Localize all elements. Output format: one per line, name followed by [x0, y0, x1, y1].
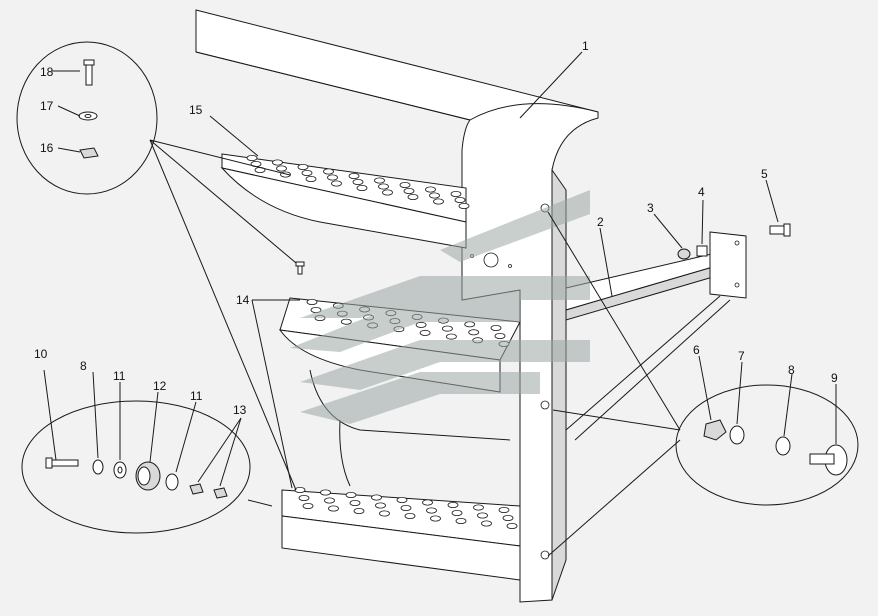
callout-16: 16 [40, 141, 54, 155]
tread-perforation [331, 180, 342, 187]
bolts-3-4-5 [653, 179, 791, 260]
tread-perforation [396, 496, 408, 503]
tread-perforation [477, 512, 488, 519]
tread-perforation [272, 159, 283, 166]
tread-perforation [422, 499, 433, 506]
callout-3: 3 [647, 201, 654, 215]
tread-perforation [399, 181, 411, 188]
tread-perforation [473, 504, 484, 511]
tread-perforation [294, 486, 306, 493]
tread-perforation [345, 491, 357, 498]
tread-perforation [371, 494, 382, 501]
detail-ellipse-roller-assembly [21, 369, 273, 534]
tread-perforation [403, 187, 415, 194]
callout-14: 14 [236, 293, 250, 307]
callout-5: 5 [761, 167, 768, 181]
detail-ellipse-fasteners-right [547, 211, 859, 557]
callout-15: 15 [189, 103, 203, 117]
tread-perforation [375, 502, 386, 509]
tread-perforation [407, 193, 419, 200]
tread-perforation [400, 504, 412, 511]
tread-perforation [494, 332, 506, 339]
tread-perforation [441, 325, 453, 332]
callout-8-left: 8 [80, 359, 87, 373]
leader-lines [209, 51, 613, 489]
tread-perforation [297, 163, 309, 170]
tread-perforation [458, 202, 470, 209]
tread-perforation [374, 177, 385, 184]
tread-perforation [378, 183, 389, 190]
tread-perforation [356, 184, 368, 191]
tread-perforation [415, 321, 427, 328]
tread-perforation [447, 501, 459, 508]
tread-perforation [324, 497, 335, 504]
tread-perforation [498, 506, 510, 513]
callout-8-right: 8 [788, 363, 795, 377]
tread-perforation [328, 505, 339, 512]
tread-perforation [425, 186, 436, 193]
tread-perforation [352, 178, 364, 185]
callout-18: 18 [40, 65, 54, 79]
tread-perforation [353, 507, 365, 514]
tread-perforation [340, 318, 352, 325]
tread-perforation [430, 515, 441, 522]
callout-13: 13 [233, 403, 247, 417]
tread-perforation [445, 333, 457, 340]
tread-perforation [429, 192, 440, 199]
tread-perforation [382, 189, 393, 196]
tread-perforation [419, 329, 431, 336]
callout-9: 9 [831, 371, 838, 385]
tread-perforation [490, 324, 502, 331]
lower-step [281, 419, 521, 581]
tread-perforation [327, 174, 338, 181]
tread-perforation [455, 518, 467, 525]
tread-perforation [323, 168, 334, 175]
callout-17: 17 [40, 99, 54, 113]
tread-perforation [426, 507, 437, 514]
tread-perforation [302, 502, 314, 509]
callout-11-left: 11 [113, 369, 126, 383]
callout-6: 6 [693, 343, 700, 357]
callout-10: 10 [34, 347, 48, 361]
tread-perforation [306, 298, 318, 305]
callout-7: 7 [738, 349, 745, 363]
tread-perforation [301, 169, 313, 176]
tread-perforation [502, 515, 514, 522]
support-bracket [565, 231, 747, 441]
callout-1: 1 [582, 39, 589, 53]
tread-perforation [454, 196, 466, 203]
tread-perforation [451, 509, 463, 516]
tread-perforation [468, 329, 480, 336]
tread-perforation [433, 198, 444, 205]
tread-perforation [276, 165, 287, 172]
tread-perforation [450, 190, 462, 197]
tread-perforation [298, 494, 310, 501]
callout-2: 2 [597, 215, 604, 229]
watermark-logo [290, 190, 590, 424]
tread-perforation [246, 154, 258, 161]
callout-4: 4 [698, 185, 705, 199]
tread-perforation [305, 175, 317, 182]
detail-circle-fasteners-top [16, 41, 305, 491]
callout-11-right: 11 [190, 389, 203, 403]
upper-step [220, 153, 470, 249]
tread-perforation [349, 499, 361, 506]
tread-perforation [348, 172, 360, 179]
tread-perforation [464, 321, 476, 328]
tread-perforation [506, 523, 518, 530]
tread-perforation [379, 510, 390, 517]
tread-perforation [320, 489, 331, 496]
callout-12: 12 [153, 379, 167, 393]
tread-perforation [481, 520, 492, 527]
tread-perforation [404, 513, 416, 520]
